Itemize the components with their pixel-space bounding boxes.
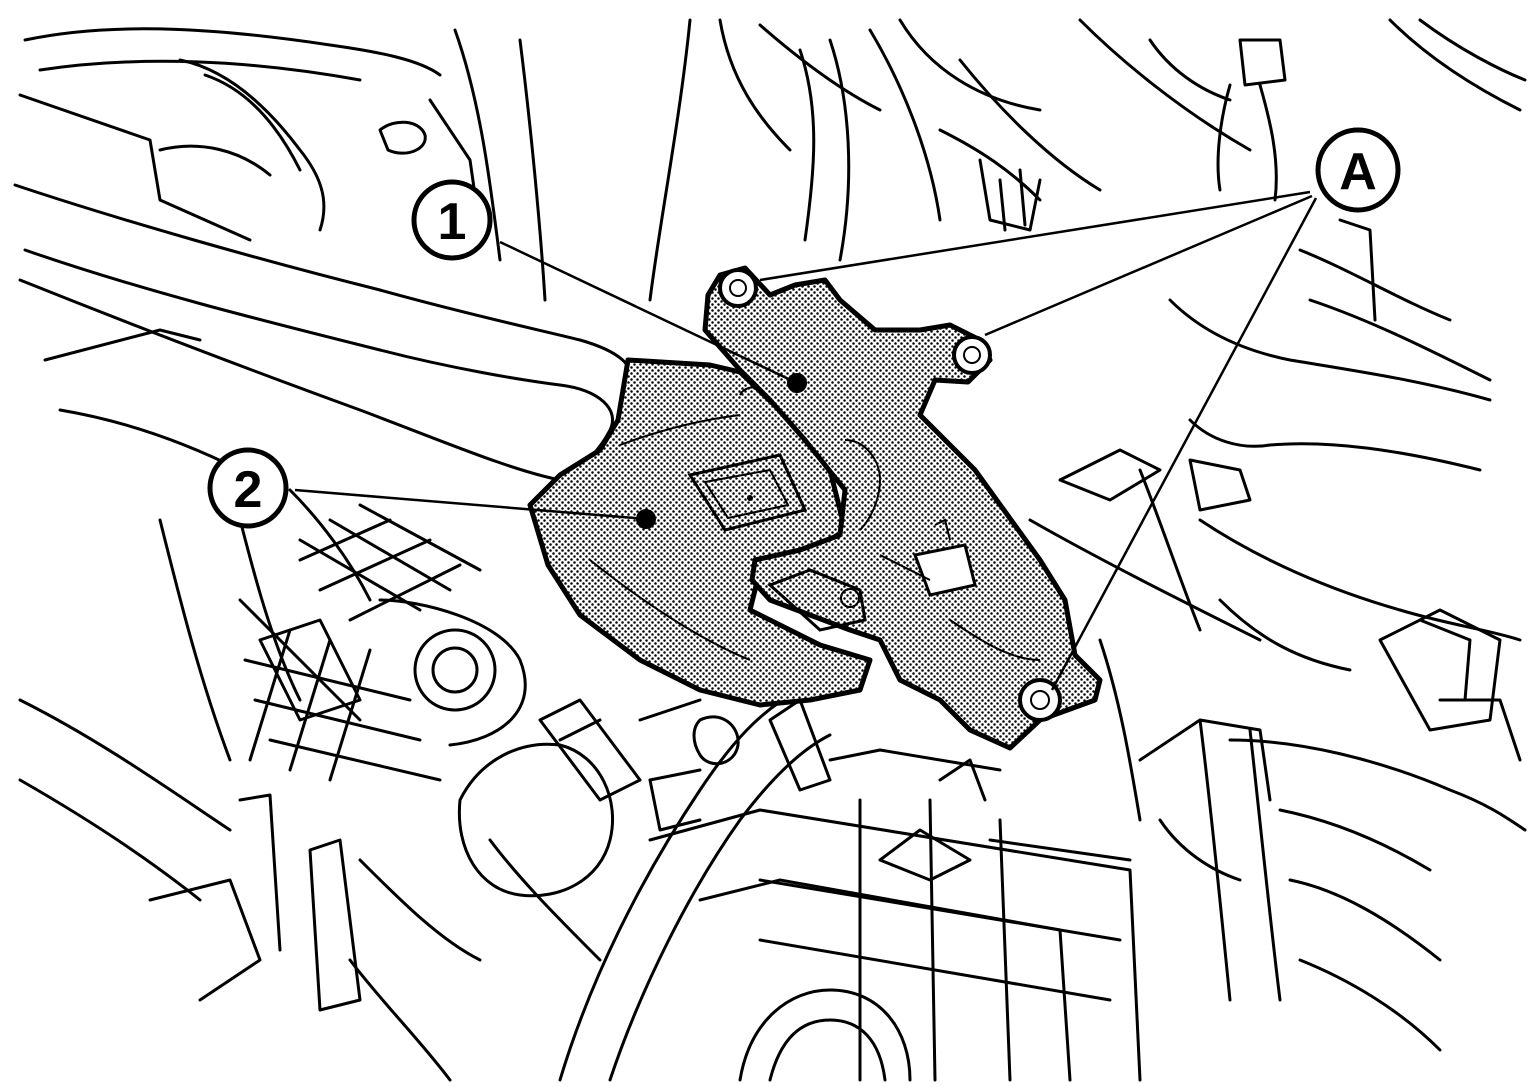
callout-1: 1 <box>411 179 493 261</box>
leader-dot-2 <box>636 509 656 529</box>
leader-dot-1 <box>787 373 807 393</box>
callout-a-label: A <box>1339 143 1377 201</box>
component-2 <box>527 357 873 708</box>
leader-line-2 <box>294 488 647 521</box>
leader-line-a-1 <box>759 190 1311 282</box>
leader-lines <box>294 190 1318 691</box>
callout-2-label: 2 <box>234 461 263 519</box>
leader-line-1 <box>499 240 798 385</box>
leader-line-a-2 <box>984 194 1313 337</box>
callout-1-label: 1 <box>438 193 467 251</box>
callout-2: 2 <box>207 447 289 529</box>
leader-line-a-3 <box>1050 197 1318 691</box>
callout-a: A <box>1315 127 1401 213</box>
background-line-art <box>13 18 1527 1082</box>
